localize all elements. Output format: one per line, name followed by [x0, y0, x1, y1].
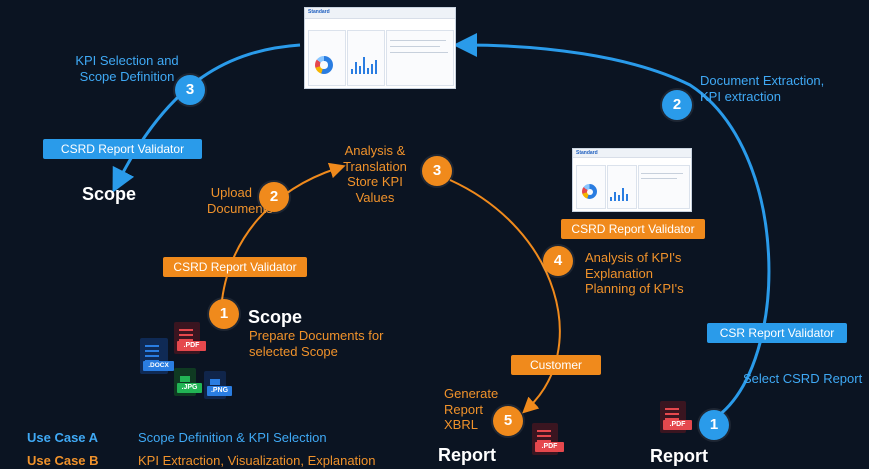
- bar-chart-icon: [610, 185, 628, 201]
- screenshot-brand-middle: Standard: [576, 150, 598, 156]
- legend-key-a: Use Case A: [27, 430, 99, 445]
- legend-value-a: Scope Definition & KPI Selection: [138, 430, 327, 445]
- donut-chart-icon: [315, 56, 333, 74]
- outer-step1-circle: 1: [699, 410, 729, 440]
- inner-report-heading: Report: [438, 445, 496, 465]
- inner-prepare-text: Prepare Documents for selected Scope: [249, 328, 384, 359]
- inner-step4-circle: 4: [543, 246, 573, 276]
- outer-report-heading: Report: [650, 446, 708, 466]
- outer-scope-heading: Scope: [82, 184, 137, 204]
- legend-value-b: KPI Extraction, Visualization, Explanati…: [138, 453, 376, 468]
- dashboard-screenshot-top: Standard: [304, 7, 456, 89]
- inner-step1-circle: 1: [209, 299, 239, 329]
- legend-key-b: Use Case B: [27, 453, 99, 468]
- arrow-inner-up: [221, 162, 346, 301]
- screenshot-brand: Standard: [308, 9, 330, 15]
- csrd-validator-badge-analysis: CSRD Report Validator: [561, 219, 705, 239]
- inner-analysis-text: Analysis & Translation Store KPI Values: [343, 143, 407, 205]
- bar-chart-icon: [351, 54, 377, 74]
- inner-step2-circle: 2: [259, 182, 289, 212]
- inner-upload-text: Upload Documents: [207, 185, 273, 216]
- outer-step3-circle: 3: [175, 75, 205, 105]
- pdf-file-icon-generate: .PDF: [532, 423, 564, 455]
- jpg-file-icon: .JPG: [174, 368, 202, 396]
- outer-step1-text: Select CSRD Report: [743, 371, 863, 386]
- inner-step5-circle: 5: [493, 406, 523, 436]
- inner-kpi-analysis-text: Analysis of KPI's Explanation Planning o…: [585, 250, 684, 297]
- csrd-validator-badge-upload: CSRD Report Validator: [163, 257, 307, 277]
- docx-file-icon: .DOCX: [140, 338, 174, 374]
- csr-validator-badge-right: CSR Report Validator: [707, 323, 847, 343]
- donut-chart-icon: [582, 184, 597, 199]
- dashboard-screenshot-middle: Standard: [572, 148, 692, 212]
- csrd-validator-badge-left: CSRD Report Validator: [43, 139, 202, 159]
- inner-step3-circle: 3: [422, 156, 452, 186]
- inner-generate-text: Generate Report XBRL: [444, 386, 499, 433]
- pdf-file-icon-upload: .PDF: [174, 322, 206, 354]
- outer-step2-circle: 2: [662, 90, 692, 120]
- arrow-inner-down: [449, 179, 561, 414]
- outer-step3-text: KPI Selection and Scope Definition: [75, 53, 179, 84]
- inner-scope-heading: Scope: [248, 307, 303, 327]
- pdf-file-icon: .PDF: [660, 401, 692, 433]
- customer-badge: Customer: [511, 355, 601, 375]
- png-file-icon: .PNG: [204, 371, 232, 399]
- outer-step2-text: Document Extraction, KPI extraction: [700, 73, 825, 104]
